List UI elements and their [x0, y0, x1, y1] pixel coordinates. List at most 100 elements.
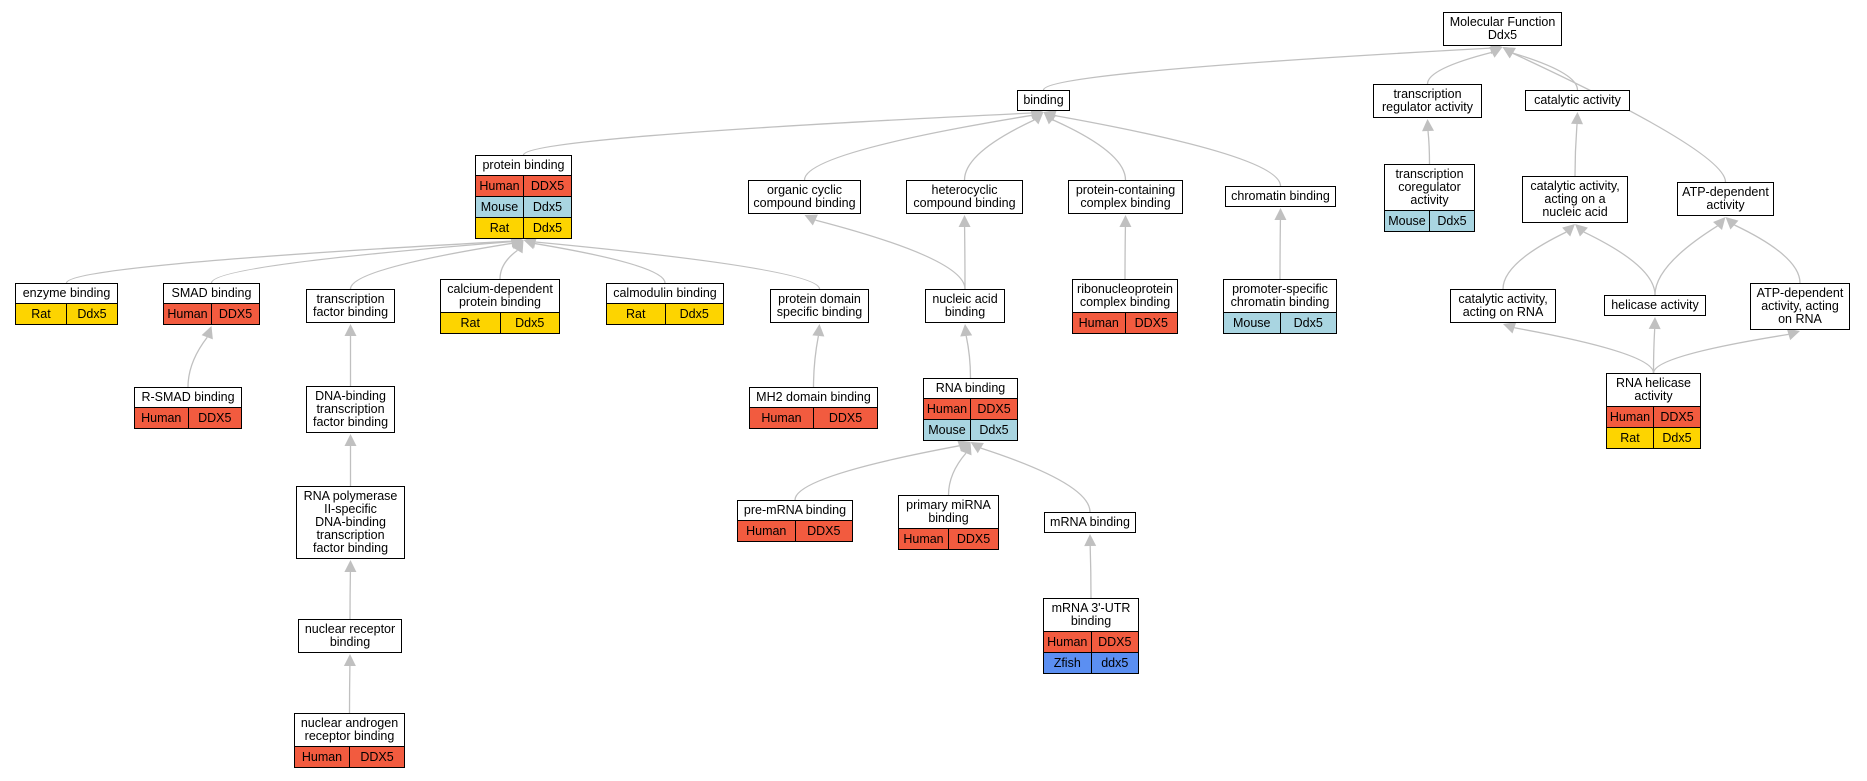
edge-arrowhead [1502, 47, 1516, 59]
go-term-node-nuc-receptor[interactable]: nuclear receptor binding [298, 619, 402, 653]
go-term-node-tf-binding[interactable]: transcription factor binding [306, 289, 395, 323]
edge-line [963, 119, 1035, 181]
go-term-label: transcription regulator activity [1381, 87, 1473, 114]
go-term-label: primary miRNA binding [906, 498, 991, 525]
edge-arrowhead [970, 442, 984, 454]
go-term-node-cat-rna[interactable]: catalytic activity, acting on RNA [1450, 289, 1556, 323]
edge-arrowhead [1489, 47, 1503, 58]
edge-arrowhead [1084, 534, 1097, 547]
go-term-node-helicase[interactable]: helicase activity [1604, 295, 1706, 316]
gene-cell: Ddx5 [1429, 211, 1474, 231]
go-term-node-nucleic-acid[interactable]: nucleic acid binding [925, 289, 1005, 323]
gene-cell: Ddx5 [1279, 313, 1337, 333]
go-term-node-atp-rna[interactable]: ATP-dependent activity, acting on RNA [1750, 283, 1850, 330]
go-term-label: RNA binding [935, 381, 1006, 395]
gene-cell: Ddx5 [523, 197, 571, 217]
edge-line [1502, 231, 1567, 290]
go-term-node-trans-reg[interactable]: transcription regulator activity [1373, 84, 1482, 118]
species-cell: Rat [626, 307, 646, 321]
go-term-label: Molecular Function Ddx5 [1449, 15, 1556, 42]
go-term-node-prot-complex[interactable]: protein-containing complex binding [1068, 180, 1183, 214]
edge-arrowhead [1274, 208, 1287, 221]
edge-line [535, 241, 821, 290]
go-term-node-heterocyclic[interactable]: heterocyclic compound binding [906, 180, 1023, 214]
edge-line [1734, 224, 1801, 284]
go-term-label: organic cyclic compound binding [753, 183, 856, 210]
edge-arrowhead [1043, 109, 1057, 122]
go-term-label: ATP-dependent activity [1682, 185, 1769, 212]
go-term-node-cat-nucleic[interactable]: catalytic activity, acting on a nucleic … [1522, 176, 1628, 223]
go-term-node-atp-dep[interactable]: ATP-dependent activity [1677, 182, 1774, 216]
edge-line [815, 219, 966, 290]
go-term-label: calcium-dependent protein binding [447, 282, 553, 309]
go-term-node-prot-domain[interactable]: protein domain specific binding [770, 289, 869, 323]
edge-line [1514, 327, 1655, 374]
go-term-node-rnapol[interactable]: RNA polymerase II-specific DNA-binding t… [296, 486, 405, 559]
go-term-label: pre-mRNA binding [743, 503, 847, 517]
edge-line [1427, 130, 1431, 165]
edge-arrowhead [1562, 224, 1575, 237]
go-term-label: mRNA binding [1050, 515, 1130, 529]
go-term-node-dna-tf[interactable]: DNA-binding transcription factor binding [306, 386, 395, 433]
go-term-node-catalytic[interactable]: catalytic activity [1525, 90, 1630, 111]
go-term-label: DNA-binding transcription factor binding [312, 389, 389, 429]
go-term-node-mf[interactable]: Molecular Function Ddx5 [1443, 12, 1562, 46]
gene-cell: Ddx5 [664, 304, 724, 324]
species-cell: Rat [1620, 431, 1640, 445]
go-term-label: enzyme binding [22, 286, 111, 300]
species-cell: Human [141, 411, 182, 425]
edge-line [534, 242, 666, 284]
go-term-label: nuclear androgen receptor binding [300, 716, 399, 743]
go-term-label: RNA polymerase II-specific DNA-binding t… [303, 489, 398, 555]
edge-arrowhead [343, 654, 356, 667]
go-term-label: nuclear receptor binding [304, 622, 396, 649]
gene-cell: DDX5 [187, 408, 242, 428]
go-term-node-chromatin[interactable]: chromatin binding [1225, 186, 1336, 207]
edge-arrowhead [1575, 224, 1588, 237]
species-cell: Human [301, 750, 343, 764]
go-term-node-binding[interactable]: binding [1017, 90, 1070, 111]
edge-line [1512, 52, 1579, 91]
go-term-label: RNA helicase activity [1615, 376, 1692, 403]
edge-line [812, 335, 820, 388]
gene-cell: Ddx5 [66, 304, 117, 324]
edge-arrowhead [957, 440, 971, 452]
edge-line [1042, 47, 1491, 91]
species-cell: Human [926, 402, 968, 416]
edge-arrowhead [201, 326, 213, 340]
edge-arrowhead [1648, 317, 1661, 330]
go-term-node-mrna[interactable]: mRNA binding [1044, 512, 1136, 533]
edge-line [1089, 545, 1092, 599]
species-cell: Human [903, 532, 944, 546]
gene-cell: DDX5 [1124, 313, 1178, 333]
edge-line [794, 445, 960, 501]
species-cell: Mouse [1388, 214, 1426, 228]
go-term-node-org-cyclic[interactable]: organic cyclic compound binding [748, 180, 861, 214]
edge-line [187, 336, 208, 388]
